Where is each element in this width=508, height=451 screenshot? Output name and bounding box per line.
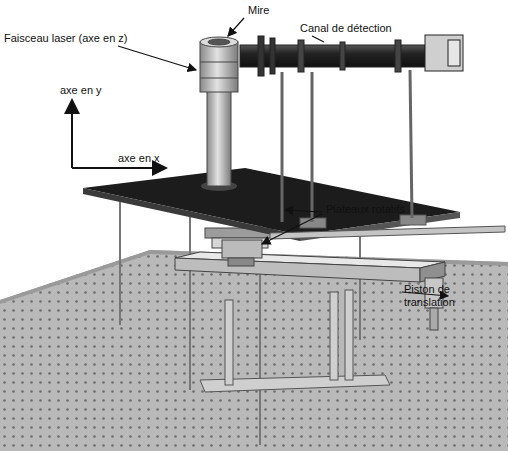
lower-frame-part [330,292,338,380]
target-column-part [208,39,230,45]
detection-channel-part [425,35,463,71]
translation-piston-part [430,308,438,330]
axis-label: axe en y [60,84,102,97]
detection-channel-part [258,36,264,76]
detection-channel-part [298,40,304,72]
top-plate-part [83,188,300,241]
part-label: Canal de détection [300,22,392,35]
part-label: Plateaux rotatifs [326,203,405,216]
optical-table [0,250,508,451]
rail [270,215,505,239]
lower-frame-part [225,300,233,385]
axis-arrows-part [71,100,73,168]
part-label: Mire [248,4,269,17]
detection-channel-part [340,42,345,70]
detection-channel-part [410,70,412,218]
leader-lines-part [285,210,322,212]
target-column-part [207,90,231,186]
detection-channel-part [311,72,314,222]
leader-lines [118,18,448,296]
detection-channel [240,35,463,222]
leader-lines-part [262,214,322,244]
rotary-stages [205,228,275,266]
table-legs-part [119,198,121,325]
part-label: Piston de translation [404,283,474,309]
axis-arrows-part [72,167,166,169]
detection-channel-part [448,40,460,66]
lower-frame-part [345,290,353,380]
axis-label: axe en x [118,152,160,165]
detection-channel-part [281,72,284,222]
target-column-part [200,37,238,47]
leader-lines-part [118,46,196,70]
optical-table-part [0,250,508,451]
target-column-part [200,62,238,63]
table-legs-part [359,220,361,340]
leader-lines-part [312,36,324,42]
detection-channel-part [270,38,275,74]
target-column [200,37,238,186]
table-legs-part [189,205,191,390]
translation-piston-part [175,258,420,282]
target-column-part [200,42,238,92]
rotary-stages-part [228,258,254,266]
part-label: Faisceau laser (axe en z) [4,32,128,45]
rotary-stages-part [222,240,262,258]
lower-frame [200,290,390,392]
leader-lines-part [228,18,244,36]
target-column-part [200,78,238,79]
detection-channel-part [395,40,401,72]
axis-arrows [72,100,166,168]
